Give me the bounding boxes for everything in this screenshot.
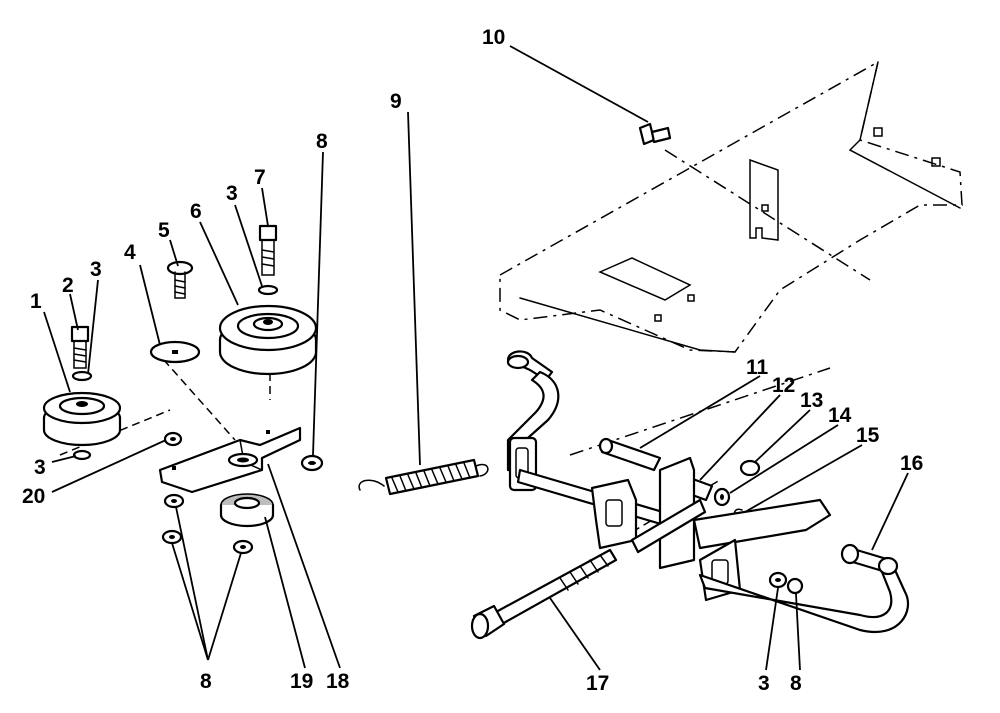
- callout-10: 10: [482, 26, 505, 49]
- callout-8-b: 8: [200, 670, 212, 693]
- callout-19: 19: [290, 670, 313, 693]
- part-19-idler: [219, 493, 275, 528]
- part-5-bolt: [166, 260, 194, 299]
- callout-12: 12: [772, 374, 795, 397]
- callout-3-a: 3: [90, 258, 102, 281]
- callout-labels: 1 2 3 3 20 4 5 6 3 7 8 9 10 11 12 13 14 …: [22, 26, 923, 695]
- callout-18: 18: [326, 670, 350, 693]
- callout-6: 6: [190, 200, 202, 223]
- callout-1: 1: [30, 290, 42, 313]
- part-4-washer: [149, 340, 201, 364]
- callout-13: 13: [800, 389, 823, 412]
- linkage-assembly: [470, 350, 910, 640]
- callout-8-c: 8: [790, 672, 802, 695]
- part-9-spring: [358, 458, 489, 496]
- callout-9: 9: [390, 90, 402, 113]
- callout-5: 5: [158, 219, 170, 242]
- callout-4: 4: [124, 241, 136, 264]
- part-3-washer-a: [71, 370, 93, 382]
- callout-3-b: 3: [34, 456, 46, 479]
- callout-17: 17: [586, 672, 609, 695]
- callout-15: 15: [856, 424, 880, 447]
- part-1-pulley: [42, 391, 122, 447]
- part-2-bolt: [70, 325, 90, 369]
- part-6-pulley: [218, 304, 318, 376]
- callout-3-d: 3: [758, 672, 770, 695]
- part-10-bolt: [638, 122, 672, 146]
- part-8-nuts-lower: [161, 493, 254, 555]
- callout-2: 2: [62, 274, 74, 297]
- part-7-bolt: [258, 224, 278, 276]
- callout-20: 20: [22, 485, 45, 508]
- callout-7: 7: [254, 166, 266, 189]
- callout-3-c: 3: [226, 182, 238, 205]
- part-3-washer-b: [72, 449, 92, 461]
- part-20-nut: [163, 431, 183, 447]
- deck-plate: [499, 60, 963, 353]
- leader-lines: [43, 45, 909, 671]
- part-3-washer-c: [257, 284, 279, 296]
- callout-11: 11: [746, 356, 769, 379]
- callout-14: 14: [828, 404, 852, 427]
- part-18-bracket: [158, 426, 302, 494]
- part-8-nut-top: [300, 454, 324, 472]
- callout-16: 16: [900, 452, 923, 475]
- callout-8-a: 8: [316, 130, 328, 153]
